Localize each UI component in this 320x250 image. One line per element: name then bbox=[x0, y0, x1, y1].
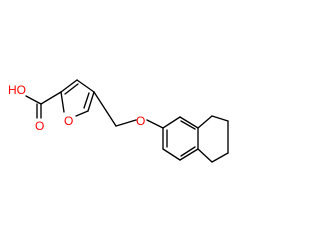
bond-furan-c2-c3-double bbox=[64, 83, 79, 95]
molecule-diagram: HO O O O bbox=[8, 79, 229, 163]
bond-carboxyl-to-furan bbox=[40, 91, 62, 105]
bond-benzene-4-5-double bbox=[180, 146, 196, 157]
bond-carboxyl-to-hydroxyl bbox=[25, 95, 42, 105]
bond-furan-to-methylene bbox=[93, 91, 117, 127]
bond-ether-oxygen-to-benzene bbox=[146, 119, 164, 129]
hydroxyl-label: HO bbox=[8, 83, 26, 97]
carbonyl-oxygen-label: O bbox=[35, 119, 44, 133]
bond-benzene-2-3-double bbox=[180, 120, 196, 130]
structure-canvas: HO O O O bbox=[8, 79, 229, 163]
bond-methylene-to-ether-oxygen bbox=[115, 119, 137, 127]
furan-oxygen-label: O bbox=[64, 114, 73, 128]
bond-furan-c5-oxygen bbox=[75, 110, 89, 117]
bond-indane-c4-c5 bbox=[211, 115, 229, 122]
bond-furan-c2-c3 bbox=[60, 79, 78, 93]
bond-furan-c4-c5 bbox=[87, 91, 95, 112]
bond-benzene-2-3 bbox=[179, 116, 199, 129]
bond-lines bbox=[25, 79, 229, 163]
bond-furan-c3-c4 bbox=[76, 79, 95, 93]
bond-indane-c3-c4 bbox=[197, 115, 213, 129]
bond-indane-c6-c7 bbox=[211, 152, 229, 163]
atom-labels: HO O O O bbox=[8, 83, 145, 133]
bond-benzene-1-2 bbox=[162, 116, 181, 129]
bond-indane-c7-c4 bbox=[197, 148, 213, 163]
bond-benzene-4-5 bbox=[179, 148, 199, 161]
bond-furan-c4-c5-double bbox=[83, 92, 90, 109]
ether-oxygen-label: O bbox=[136, 114, 145, 128]
bond-benzene-5-6 bbox=[162, 148, 181, 161]
bond-furan-oxygen-c2 bbox=[60, 91, 65, 113]
